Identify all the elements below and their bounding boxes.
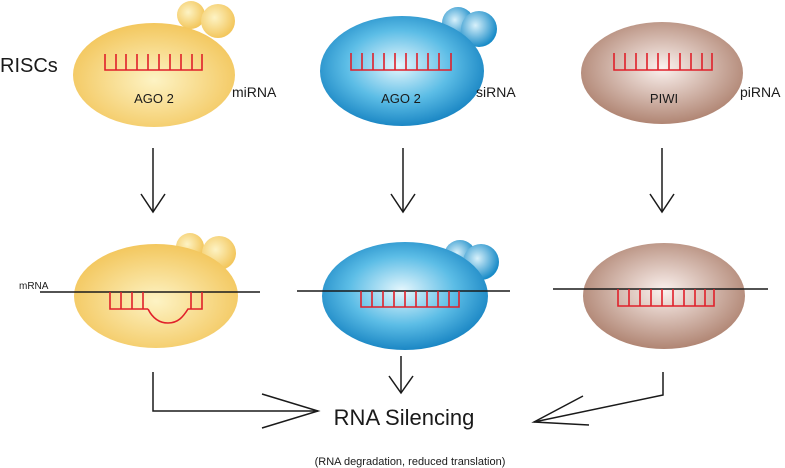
protein-body — [583, 243, 745, 349]
converge-arrow-center — [388, 356, 414, 395]
outcome-title: RNA Silencing — [334, 405, 475, 430]
converge-arrow-right — [531, 372, 664, 426]
small-lobe — [201, 4, 235, 38]
protein-body — [74, 244, 238, 348]
protein-body — [73, 23, 235, 127]
risc-label: RISCs — [0, 55, 58, 77]
guide-rna-strand — [617, 289, 715, 307]
protein-label: AGO 2 — [381, 91, 421, 106]
risc-ago2-mirna: AGO 2 miRNA — [73, 1, 277, 127]
rna-type-label: piRNA — [740, 84, 781, 100]
down-arrow — [140, 148, 166, 214]
guide-rna-strand — [360, 291, 460, 308]
protein-label: AGO 2 — [134, 91, 174, 106]
small-lobe — [461, 11, 497, 47]
rna-type-label: miRNA — [232, 84, 277, 100]
down-arrow — [390, 148, 416, 214]
mismatched-guide-rna — [109, 292, 203, 324]
down-arrow — [649, 148, 675, 214]
small-lobe — [177, 1, 205, 29]
converge-arrow-left — [152, 372, 321, 429]
risc-ago2-mirna-bound: mRNA — [19, 233, 260, 348]
risc-ago2-sirna-bound — [297, 240, 510, 350]
risc-ago2-sirna: AGO 2 siRNA — [320, 7, 516, 126]
risc-piwi-pirna: PIWI piRNA — [581, 22, 781, 124]
guide-rna-strand — [613, 53, 713, 71]
rna-type-label: siRNA — [476, 84, 516, 100]
risc-piwi-pirna-bound — [553, 243, 768, 349]
guide-rna-strand — [350, 53, 452, 71]
protein-body — [581, 22, 743, 124]
protein-label: PIWI — [650, 91, 678, 106]
mrna-label: mRNA — [19, 281, 49, 292]
protein-body — [320, 16, 484, 126]
guide-rna-strand — [104, 54, 203, 71]
outcome-subtitle: (RNA degradation, reduced translation) — [315, 456, 506, 468]
